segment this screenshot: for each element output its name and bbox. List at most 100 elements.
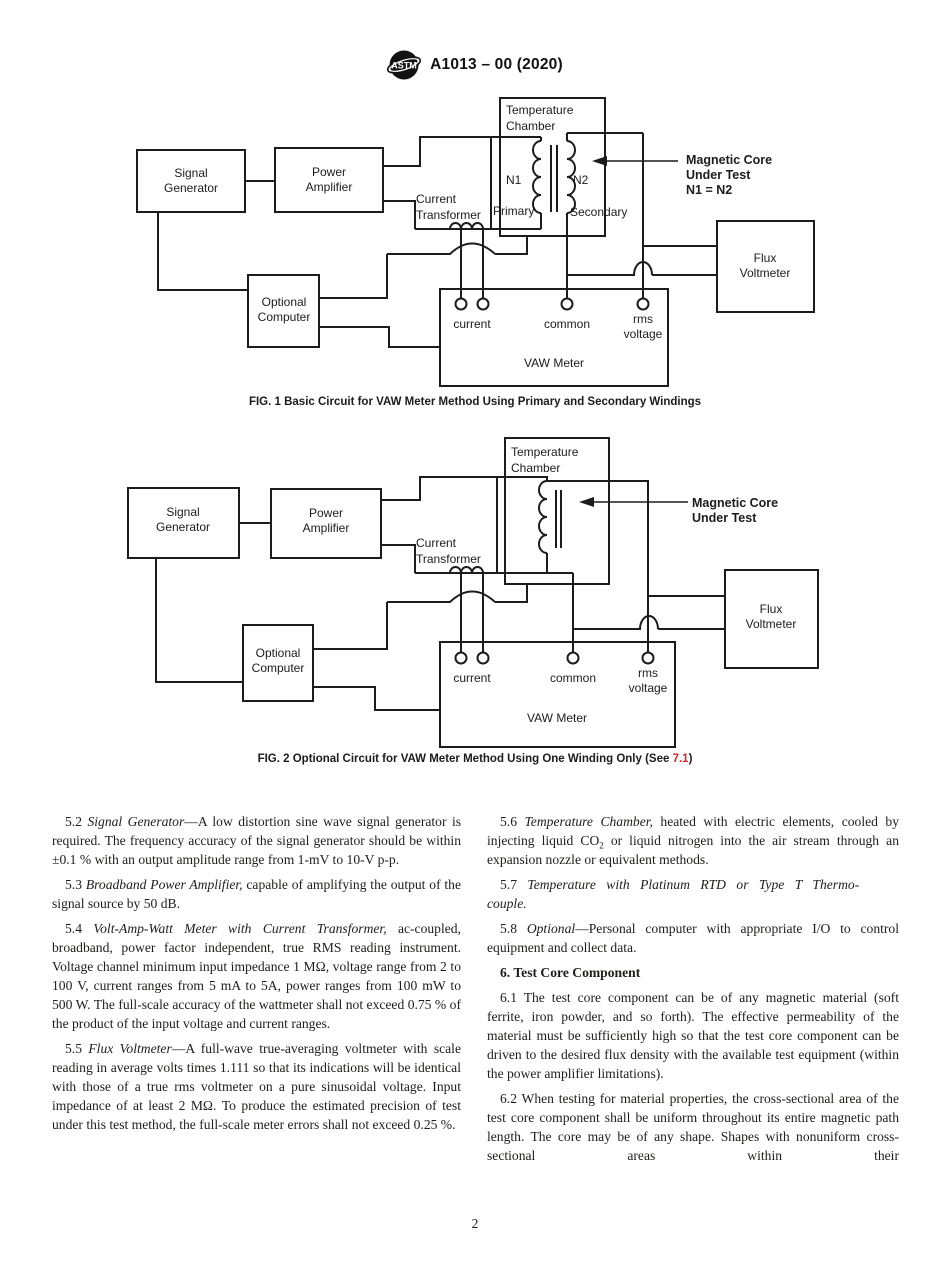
astm-logo-text: ASTM [391,61,417,71]
fig2-vaw-meter-label: VAW Meter [527,711,587,725]
section-5-4-term: Volt-Amp-Watt Meter with Current Transfo… [93,921,387,936]
fig2-signal-generator-label: Signal [166,505,199,519]
section-5-2-number: 5.2 [65,814,88,829]
fig2-temperature-chamber-box [504,437,610,585]
fig2-core-lines [555,490,562,548]
fig1-terminal-current-1 [454,297,468,311]
fig1-caption-text: FIG. 1 Basic Circuit for VAW Meter Metho… [248,396,702,408]
fig2-terminal-rms-voltage [641,651,655,665]
fig2-flux-voltmeter-label: Flux [760,602,783,616]
fig1-terminal-rms-voltage [636,297,650,311]
fig1-core-annotation3: N1 = N2 [686,183,732,197]
section-5-4-text: ac-coupled, broadband, power factor inde… [52,921,461,1031]
section-5-8-text: —Personal computer with appropriate I/O … [487,921,900,955]
section-5-6-text-b: or liquid nitrogen into the air stream t… [487,833,899,867]
fig2-optional-computer-label2: Computer [252,661,305,675]
fig2-core-annotation2: Under Test [692,511,757,525]
section-5-3-term: Broadband Power Amplifier, [85,877,243,892]
fig1-core-arrow [592,156,678,166]
fig1-temperature-chamber-label: Temperature [506,103,574,117]
section-5-2-text: —A low distortion sine wave signal gener… [52,814,462,867]
fig2-caption: FIG. 2 Optional Circuit for VAW Meter Me… [0,753,950,765]
section-6-1: 6.1 The test core component can be of an… [487,988,899,1083]
fig1-rms-terminal-label2: voltage [624,327,663,341]
fig2-rms-terminal-label: rms [638,666,658,680]
fig1-current-transformer-label2: Transformer [416,208,481,222]
section-5-5-number: 5.5 [65,1041,89,1056]
section-5-5-text: —A full-wave true-averaging voltmeter wi… [52,1041,461,1132]
fig1-vaw-meter-label: VAW Meter [524,356,584,370]
fig1-core-annotation: Magnetic Core [686,153,772,167]
fig2-power-amplifier-label2: Amplifier [303,521,350,535]
fig1-optional-computer-label: Optional [262,295,307,309]
fig2-optional-computer-label: Optional [256,646,301,660]
fig1-optional-computer-label2: Computer [258,310,311,324]
section-5-7: 5.7 Temperature with Platinum RTD or Typ… [487,875,899,913]
doc-designation: A1013 – 00 (2020) [430,56,563,73]
section-6-heading: 6. Test Core Component [500,965,641,980]
circuit-diagrams: Signal Generator Power Amplifier Current… [127,97,819,748]
section-5-3: 5.3 Broadband Power Amplifier, capable o… [52,875,461,913]
section-5-7-line1: 5.7 Temperature with Platinum RTD or Typ… [500,877,859,892]
fig2-winding-coil [538,480,548,554]
fig2-flux-voltmeter-label2: Voltmeter [746,617,797,631]
fig1-flux-voltmeter-label: Flux [754,251,777,265]
fig2-diagram: Signal Generator Power Amplifier Current… [127,437,819,748]
fig1-caption: FIG. 1 Basic Circuit for VAW Meter Metho… [0,396,950,408]
fig2-optional-computer-box [242,624,314,702]
fig1-current-transformer-coil [449,222,484,230]
section-5-6-co2-subscript: 2 [599,840,604,851]
fig2-rms-terminal-label2: voltage [629,681,668,695]
fig1-core-lines [550,145,558,212]
fig1-signal-generator-label2: Generator [164,181,218,195]
section-5-7-term-line2: couple. [487,896,527,911]
page-header: ASTM A1013 – 00 (2020) [0,48,950,82]
section-5-3-text: capable of amplifying the output of the … [52,877,462,911]
fig1-power-amplifier-label: Power [312,165,346,179]
fig2-caption-link-7-1[interactable]: 7.1 [672,753,689,765]
fig2-wires [155,476,725,711]
fig1-temperature-chamber-box [499,97,606,237]
section-5-6: 5.6 Temperature Chamber, heated with ele… [487,812,899,869]
fig2-current-transformer-label2: Transformer [416,552,481,566]
section-5-2: 5.2 Signal Generator—A low distortion si… [52,812,461,869]
section-5-4: 5.4 Volt-Amp-Watt Meter with Current Tra… [52,919,461,1033]
section-5-8-term: Optional [526,921,576,936]
fig1-power-amplifier-label2: Amplifier [306,180,353,194]
section-5-8-number: 5.8 [500,921,527,936]
section-5-2-term: Signal Generator [87,814,185,829]
fig1-secondary-label: Secondary [570,205,627,219]
fig1-vaw-terminals [454,297,650,311]
fig2-vaw-terminals [454,651,655,665]
fig1-primary-label: Primary [493,204,534,218]
fig2-terminal-common [566,651,580,665]
fig1-n1-label: N1 [506,173,522,187]
section-5-7-number: 5.7 [500,877,528,892]
fig1-rms-terminal-label: rms [633,312,653,326]
fig2-power-amplifier-label: Power [309,506,343,520]
section-5-6-number: 5.6 [500,814,525,829]
fig2-terminal-current-1 [454,651,468,665]
fig1-flux-voltmeter-box [716,220,815,313]
fig2-common-terminal-label: common [550,671,596,685]
section-5-7-term-line1: Temperature with Platinum RTD or Type T … [527,877,860,892]
section-5-5: 5.5 Flux Voltmeter—A full-wave true-aver… [52,1039,461,1134]
fig2-current-transformer-label: Current [416,536,457,550]
fig1-optional-computer-box [247,274,320,348]
fig1-terminal-current-2 [476,297,490,311]
fig1-core-annotation2: Under Test [686,168,751,182]
section-6-2-text: When testing for material properties, th… [487,1091,899,1163]
fig2-flux-voltmeter-box [724,569,819,669]
fig1-wires [157,132,717,348]
fig2-current-terminal-label: current [453,671,491,685]
fig1-current-terminal-label: current [453,317,491,331]
fig1-temperature-chamber-label2: Chamber [506,119,555,133]
fig1-secondary-winding-coil [566,140,576,214]
fig2-core-annotation: Magnetic Core [692,496,778,510]
section-5-5-term: Flux Voltmeter [88,1041,172,1056]
fig1-terminal-common [560,297,574,311]
fig1-n2-label: N2 [573,173,589,187]
astm-logo-icon: ASTM [387,50,422,80]
body-column-right: 5.6 Temperature Chamber, heated with ele… [487,812,899,1171]
